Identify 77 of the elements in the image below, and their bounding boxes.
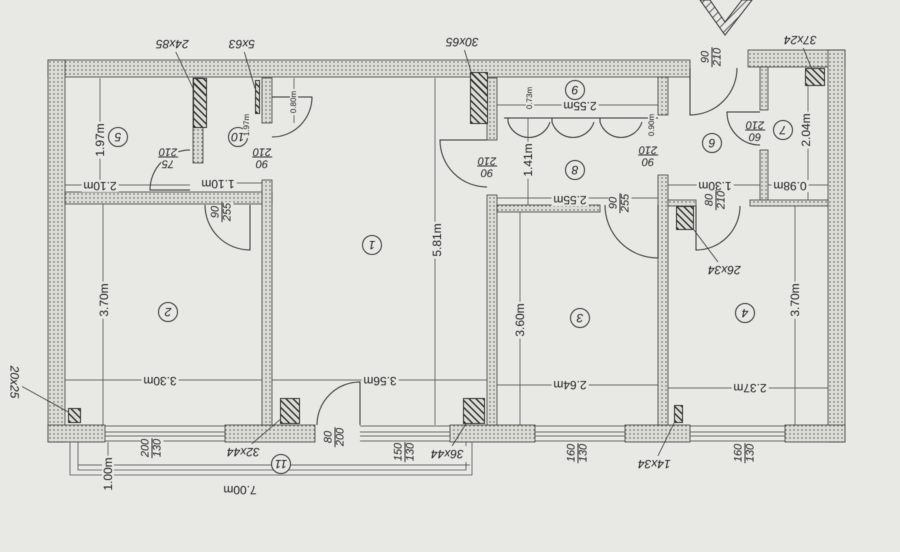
dimension-label: 255 [620,192,632,214]
dimension-label: 2.37m [731,382,769,394]
leader-line [244,52,256,89]
room-number: 2 [158,302,178,322]
dimension-label: 160 [734,442,744,464]
leader-line [802,48,812,68]
room-number: 1 [362,235,382,255]
dimension-label: 210 [252,146,272,158]
dimension-label: 130 [404,442,416,462]
dimension-label: 0.80m [290,88,298,116]
dimension-label: 2.55m [561,100,599,112]
room-number: 4 [735,303,755,323]
room-number: 9 [565,80,585,100]
dimension-label: 1.97m [243,112,251,138]
dimension-label: 210 [716,190,728,210]
room-number: 7 [773,120,793,140]
dimension-label: 200 [140,438,152,458]
dimension-label: 160 [566,442,578,464]
dimension-label: 2.04m [800,111,812,149]
dimension-label: 200 [334,426,346,448]
dimension-label: 7.00m [221,484,259,496]
dimension-label: 3.56m [361,375,399,387]
dimension-label: 1.00m [102,455,114,493]
leader-line [22,386,68,412]
dimension-label: 3.30m [141,375,179,387]
dimension-label: 0.73m [526,84,534,112]
dimension-label: 75 [160,158,176,168]
dimension-label: 80 [324,430,334,444]
leader-line [658,422,674,456]
dimension-label: 0.98m [771,180,809,192]
hatched-pillar [463,398,485,424]
dimension-label: 90 [210,204,222,220]
room-number: 3 [570,308,590,328]
dimension-label: 90 [480,166,494,178]
dimension-label: 5.81m [431,221,443,259]
dimension-label: 1.97m [94,121,106,159]
dimension-label: 150 [394,442,404,462]
dimension-label: 0.90m [648,112,656,138]
hatched-pillar [674,405,683,423]
leader-line [694,230,718,262]
dimension-label: 130 [744,442,756,464]
dimension-label: 1.10m [199,178,237,190]
dimension-label: 1.30m [696,180,734,192]
dimension-label: 210 [712,46,724,68]
dimension-label: 255 [222,202,234,222]
hatched-pillar [68,408,81,423]
room-number: 8 [565,160,585,180]
dimension-label: 90 [254,158,270,168]
dimension-label: 80 [704,192,716,208]
room-number: 5 [108,127,128,147]
dimension-label: 3.70m [98,281,110,319]
dimension-label: 210 [476,154,498,166]
dimension-label: 1.41m [522,141,534,179]
dimension-label: 130 [152,438,164,458]
hatched-pillar [805,68,825,86]
hatched-pillar [470,72,488,124]
dimension-label: 3.70m [789,281,801,319]
hatched-pillar [255,80,260,114]
room-number: 11 [271,454,291,474]
dimension-label: 210 [638,144,658,156]
hatched-pillar [280,398,300,424]
dimension-label: 130 [578,442,590,464]
leader-line [452,424,466,446]
dimension-label: 2.10m [81,180,119,192]
leader-line [464,50,472,72]
dimension-label: 2.55m [551,194,589,206]
dimension-label: 90 [608,196,620,210]
dimension-label: 90 [640,156,656,166]
dimension-label: 90 [700,50,712,64]
hatched-pillar [193,78,207,128]
hatched-pillar [676,206,694,230]
dimension-label: 60 [748,130,762,142]
dimension-label: 2.64m [551,379,589,391]
dimension-label: 210 [744,118,766,130]
room-number: 6 [702,133,722,153]
dimension-label: 3.60m [514,301,526,339]
dimension-label: 210 [158,146,178,158]
